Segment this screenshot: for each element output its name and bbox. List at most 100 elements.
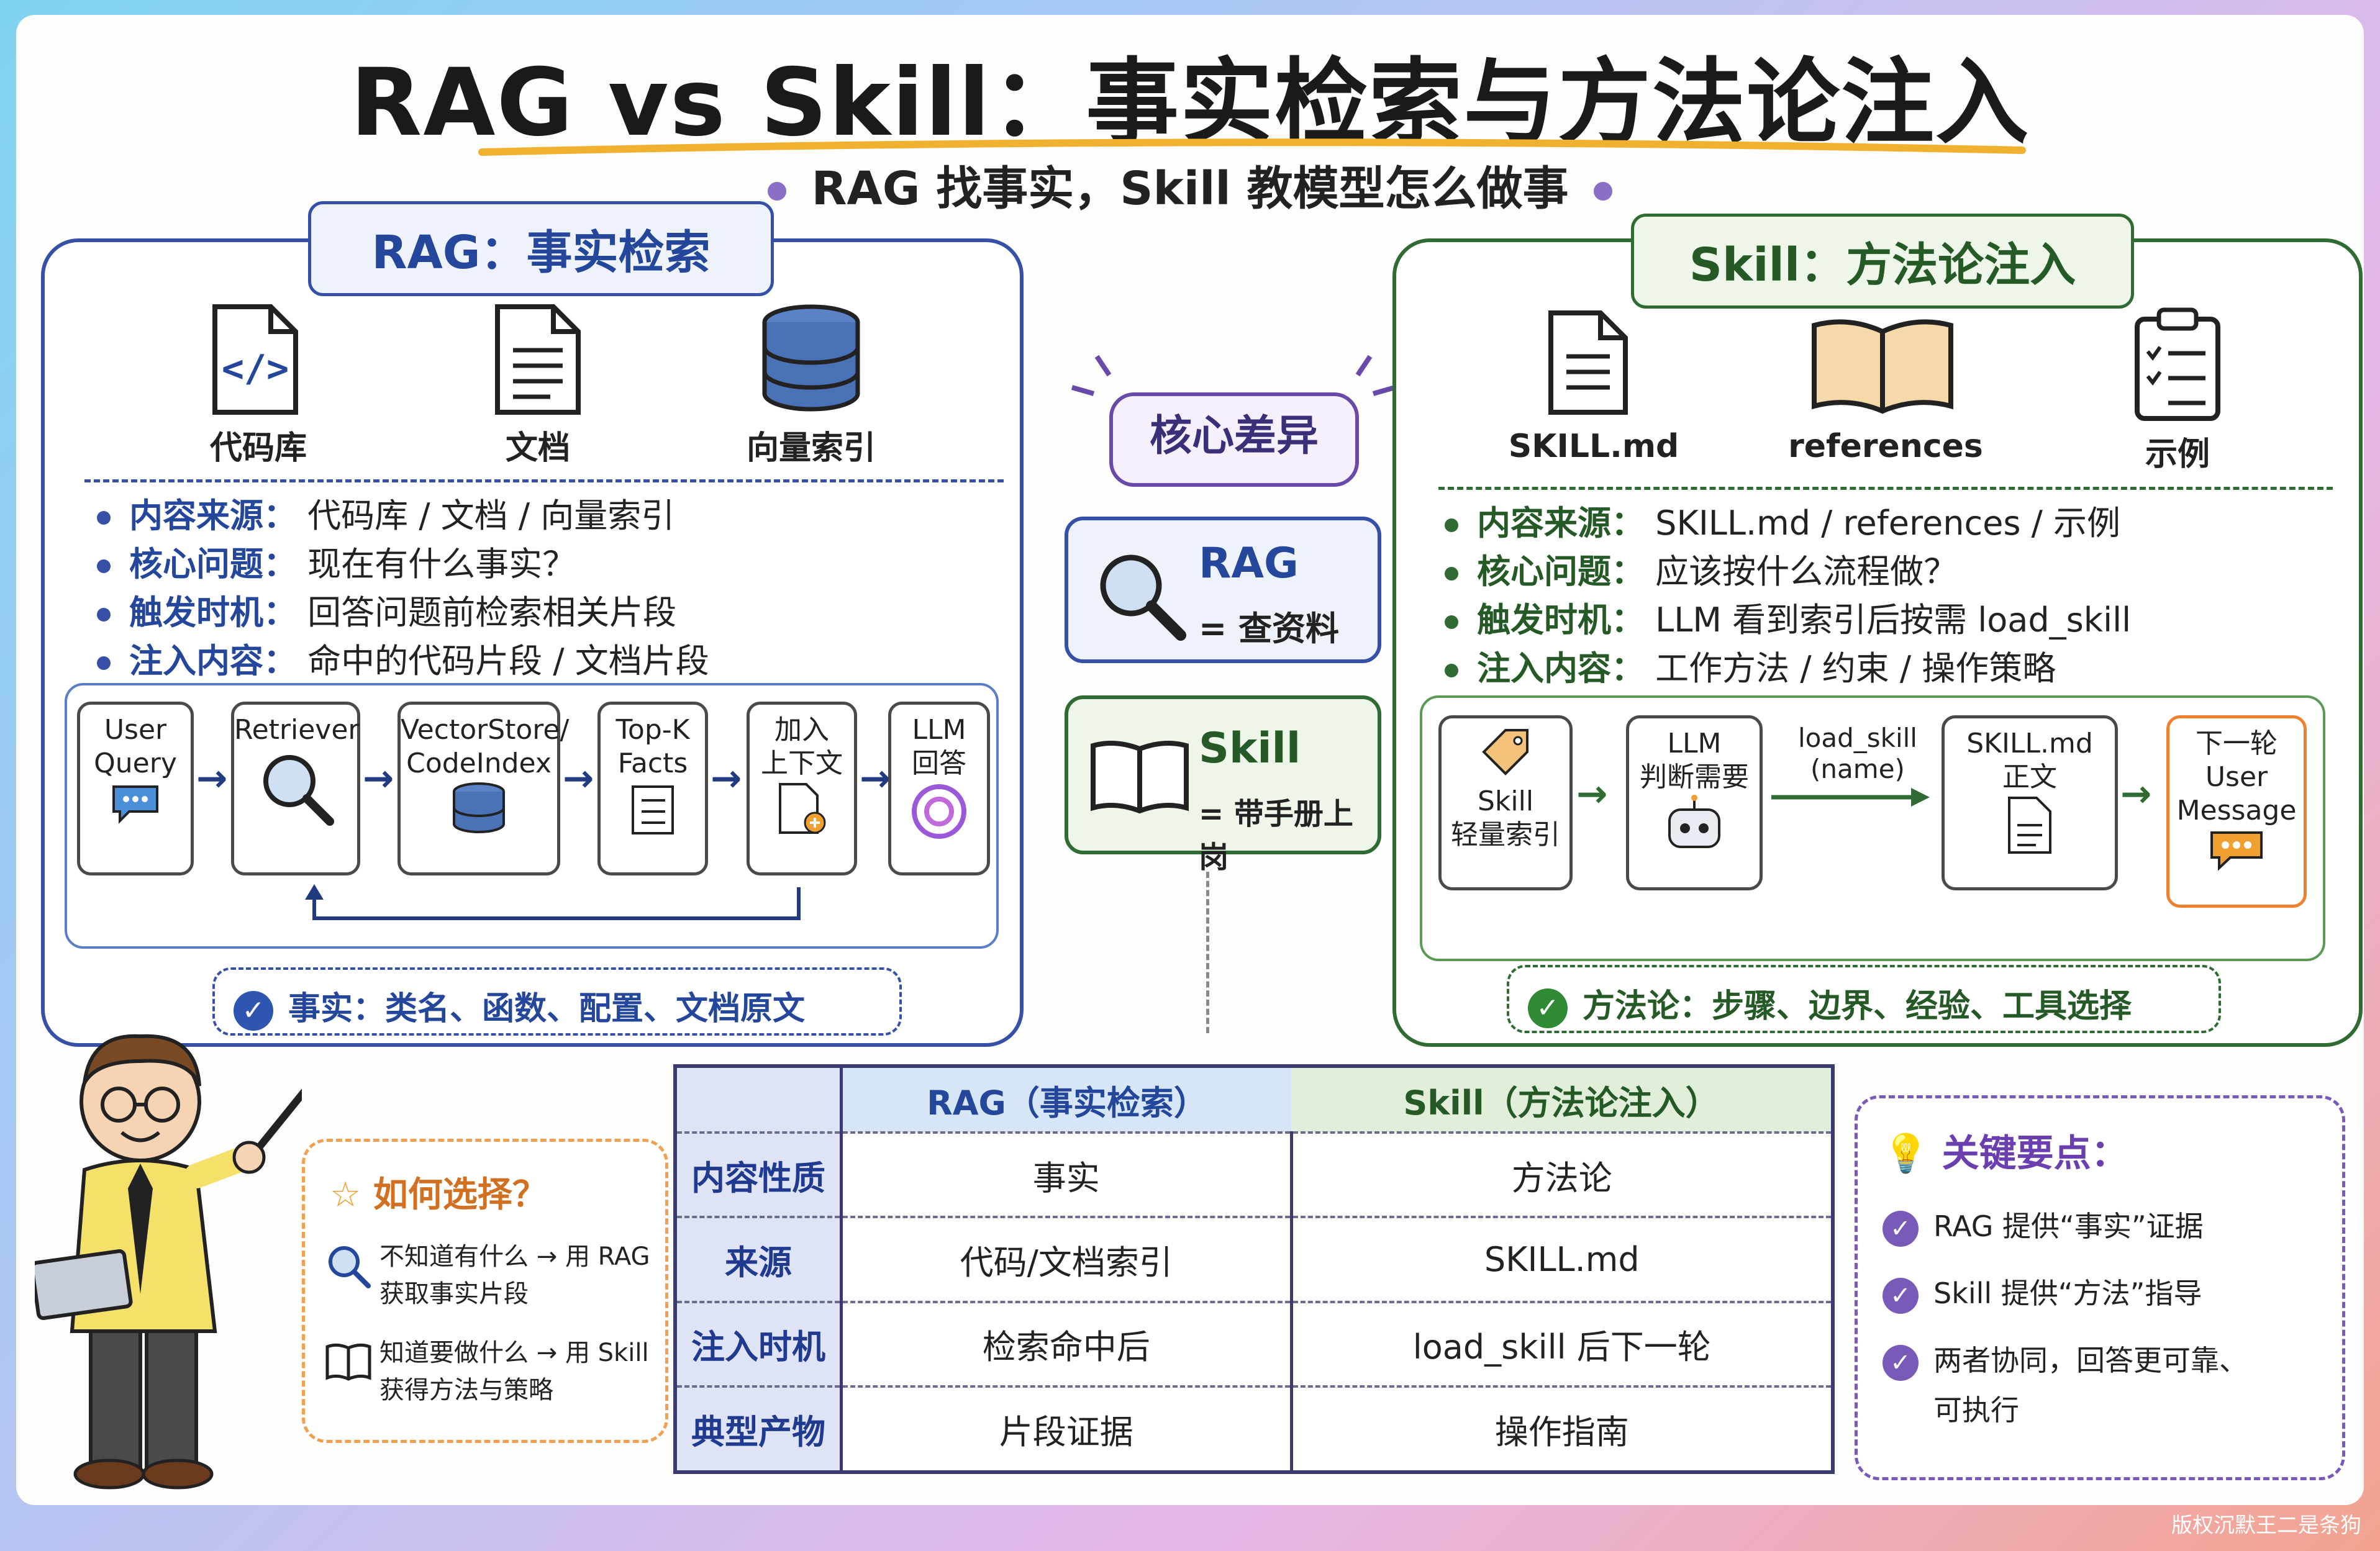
table-cell: load_skill 后下一轮 bbox=[1291, 1301, 1833, 1388]
table-row: 典型产物 片段证据 操作指南 bbox=[675, 1386, 1833, 1472]
flow-skill-md-body: SKILL.md 正文 bbox=[1942, 715, 2118, 890]
table-row: 来源 代码/文档索引 SKILL.md bbox=[675, 1217, 1833, 1303]
feedback-arrow bbox=[305, 884, 801, 920]
key-points-title: 💡 关键要点： bbox=[1883, 1132, 2128, 1175]
subtitle-dot-left bbox=[768, 182, 787, 201]
magnifier-icon bbox=[1100, 554, 1186, 641]
key-point-item: ✓两者协同，回答更可靠、 bbox=[1883, 1338, 2248, 1381]
skill-bullet: 注入内容： 工作方法 / 约束 / 操作策略 bbox=[1445, 644, 2131, 693]
flow-vectorstore: VectorStore/ CodeIndex bbox=[397, 702, 569, 875]
rag-fact-text: 事实：类名、函数、配置、文档原文 bbox=[288, 990, 806, 1028]
center-divider bbox=[1206, 872, 1209, 1033]
database-icon bbox=[762, 304, 860, 412]
flow-next-user-message: 下一轮 User Message bbox=[2166, 715, 2307, 908]
title-underline bbox=[478, 138, 2026, 156]
table-row-header: 典型产物 bbox=[675, 1386, 843, 1472]
flow-topk: Top-K Facts bbox=[597, 702, 708, 875]
center-skill-title: Skill bbox=[1199, 724, 1301, 773]
checklist-icon bbox=[632, 785, 674, 834]
flow-skill-index: Skill 轻量索引 bbox=[1438, 715, 1573, 890]
magnifier-icon bbox=[263, 755, 334, 826]
comparison-table: RAG（事实检索） Skill（方法论注入） 内容性质 事实 方法论 来源 代码… bbox=[673, 1064, 1835, 1474]
flow-retriever: Retriever bbox=[231, 702, 360, 875]
rag-bullet: 触发时机： 回答问题前检索相关片段 bbox=[97, 589, 709, 637]
flow-llm-decide: LLM 判断需要 bbox=[1626, 715, 1763, 890]
flow-arrow: → bbox=[196, 757, 228, 800]
choose-title: ☆ 如何选择？ bbox=[330, 1175, 547, 1215]
watermark: 版权沉默王二是条狗 bbox=[2171, 1513, 2361, 1538]
document-icon bbox=[2008, 797, 2051, 854]
table-row: 注入时机 检索命中后 load_skill 后下一轮 bbox=[675, 1301, 1833, 1388]
core-difference-label: 核心差异 bbox=[1109, 392, 1359, 487]
key-point-item-cont: 可执行 bbox=[1933, 1393, 2019, 1427]
check-icon: ✓ bbox=[1883, 1277, 1919, 1314]
skill-method-text: 方法论：步骤、边界、经验、工具选择 bbox=[1583, 988, 2132, 1025]
subtitle-dot-right bbox=[1593, 182, 1612, 201]
flow-arrow: → bbox=[711, 757, 742, 800]
rag-icon-label-code: 代码库 bbox=[209, 430, 307, 467]
table-cell: 检索命中后 bbox=[841, 1301, 1293, 1388]
skill-icon-label-example: 示例 bbox=[2145, 436, 2210, 473]
document-add-icon bbox=[779, 783, 826, 834]
star-icon: ☆ bbox=[330, 1175, 361, 1215]
skill-header: Skill：方法论注入 bbox=[1631, 214, 2134, 309]
subtitle: RAG 找事实，Skill 教模型怎么做事 bbox=[16, 151, 2364, 218]
rag-fact-bar: ✓ 事实：类名、函数、配置、文档原文 bbox=[212, 967, 902, 1036]
rag-icon-label-doc: 文档 bbox=[505, 430, 570, 467]
table-cell: 片段证据 bbox=[841, 1386, 1293, 1472]
rag-icon-label-vector: 向量索引 bbox=[746, 430, 876, 467]
table-cell: 事实 bbox=[841, 1133, 1293, 1219]
skill-method-bar: ✓方法论：步骤、边界、经验、工具选择 bbox=[1507, 965, 2221, 1033]
sparkle-icon bbox=[1071, 355, 1396, 396]
table-cell: 操作指南 bbox=[1494, 1413, 1629, 1452]
check-icon: ✓ bbox=[234, 991, 273, 1031]
canvas: RAG vs Skill：事实检索与方法论注入 RAG 找事实，Skill 教模… bbox=[16, 15, 2364, 1505]
book-icon bbox=[1091, 741, 1189, 814]
check-icon: ✓ bbox=[1883, 1210, 1919, 1247]
flow-arrow bbox=[1771, 788, 1930, 807]
center-skill-card: Skill = 带手册上岗 bbox=[1065, 695, 1381, 875]
skill-flow-frame bbox=[1420, 695, 2325, 961]
center-rag-desc: = 查资料 bbox=[1199, 609, 1340, 648]
teacher-illustration bbox=[35, 1034, 302, 1490]
flow-arrow: → bbox=[563, 757, 594, 800]
rag-bullet: 注入内容： 命中的代码片段 / 文档片段 bbox=[97, 637, 709, 685]
book-icon bbox=[325, 1343, 371, 1381]
llm-logo-icon bbox=[912, 784, 966, 839]
table-cell: SKILL.md bbox=[1291, 1217, 1833, 1303]
rag-flow-frame bbox=[65, 683, 999, 949]
flow-user-query: User Query bbox=[77, 702, 194, 875]
skill-icon-label-md: SKILL.md bbox=[1508, 428, 1679, 465]
flow-arrow: → bbox=[2120, 772, 2152, 816]
load-skill-arrow-label: load_skill (name) bbox=[1798, 723, 1917, 784]
table-row-header: 来源 bbox=[675, 1217, 843, 1303]
table-header-row: RAG（事实检索） Skill（方法论注入） bbox=[675, 1066, 1833, 1134]
code-file-icon: </> bbox=[212, 304, 298, 415]
rag-header: RAG：事实检索 bbox=[308, 201, 774, 296]
flow-arrow: → bbox=[363, 757, 394, 800]
table-row: 内容性质 事实 方法论 bbox=[675, 1133, 1833, 1219]
robot-icon bbox=[1668, 795, 1720, 848]
table-header-rag: RAG（事实检索） bbox=[841, 1066, 1291, 1134]
skill-bullets: 内容来源： SKILL.md / references / 示例 核心问题： 应… bbox=[1445, 499, 2131, 693]
rag-bullets: 内容来源： 代码库 / 文档 / 向量索引 核心问题： 现在有什么事实？ 触发时… bbox=[97, 492, 709, 685]
document-icon bbox=[495, 304, 581, 415]
skill-bullet: 触发时机： LLM 看到索引后按需 load_skill bbox=[1445, 596, 2131, 644]
rag-divider bbox=[84, 479, 1004, 482]
key-point-item: ✓Skill 提供“方法”指导 bbox=[1883, 1271, 2202, 1314]
table-header-skill: Skill（方法论注入） bbox=[1291, 1066, 1833, 1134]
center-skill-desc: = 带手册上岗 bbox=[1199, 797, 1353, 875]
clipboard-icon bbox=[2135, 307, 2220, 421]
key-points-panel: 💡 关键要点： ✓RAG 提供“事实”证据 ✓Skill 提供“方法”指导 ✓两… bbox=[1855, 1095, 2345, 1480]
table-corner bbox=[675, 1066, 843, 1134]
tag-icon bbox=[1482, 729, 1528, 775]
check-icon: ✓ bbox=[1883, 1344, 1919, 1381]
database-icon bbox=[453, 782, 505, 833]
skill-bullet: 核心问题： 应该按什么流程做？ bbox=[1445, 548, 2131, 596]
chat-bubble-icon bbox=[2210, 831, 2263, 871]
svg-text:</>: </> bbox=[222, 347, 289, 391]
flow-arrow: → bbox=[1576, 772, 1608, 816]
